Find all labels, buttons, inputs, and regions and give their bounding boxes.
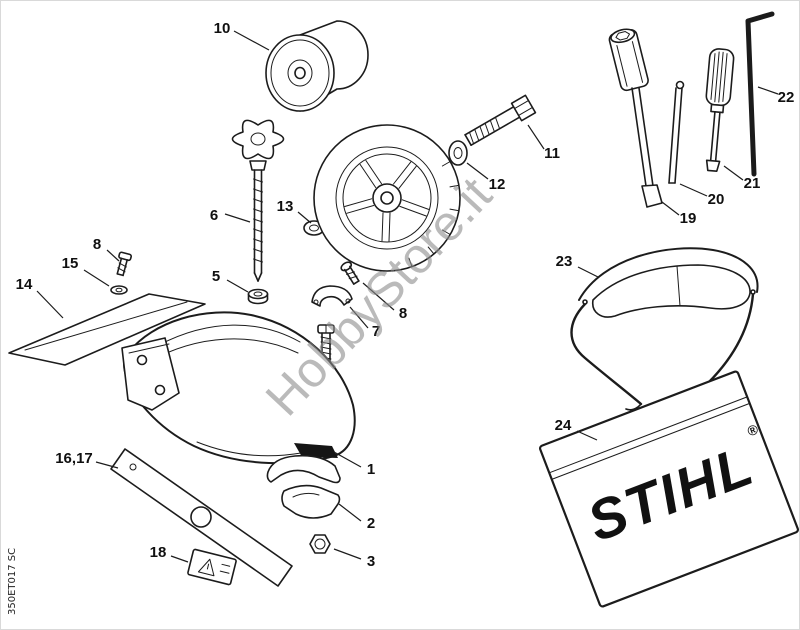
leader-13 <box>297 211 312 224</box>
part-3-nut-drawing <box>309 534 331 554</box>
callout-10: 10 <box>214 20 231 37</box>
leader-7 <box>349 306 369 329</box>
part-19-socket-wrench-drawing <box>608 28 663 208</box>
part-7-clamp-drawing <box>311 285 353 307</box>
part-8-screw-right-drawing <box>340 261 360 285</box>
leader-lines <box>36 30 779 563</box>
part-15-washer-drawing <box>110 285 128 295</box>
callout-3: 3 <box>367 553 375 570</box>
leader-8a <box>106 249 120 262</box>
callout-21: 21 <box>744 175 761 192</box>
leader-18 <box>170 555 189 563</box>
leader-2 <box>338 503 362 522</box>
callout-16-17: 16,17 <box>55 450 93 467</box>
part-21-screwdriver-drawing <box>705 48 735 173</box>
leader-16-17 <box>95 461 119 469</box>
sheet-code: 350ET017 SC <box>7 548 18 615</box>
part-12-washer-drawing <box>448 140 468 166</box>
leader-8b <box>362 282 395 311</box>
part-5-nut-drawing <box>247 288 269 305</box>
part-14-scraper-blade-drawing <box>8 293 206 366</box>
callout-23: 23 <box>556 253 573 270</box>
part-6-knob-shaft-drawing <box>231 119 285 282</box>
part-20-rod-drawing <box>668 80 685 184</box>
callout-8b: 8 <box>399 305 407 322</box>
part-8-screw-left-drawing <box>116 251 132 277</box>
part-16-17-trim-strip-drawing <box>110 448 293 587</box>
callout-labels: 10 6 13 5 8 15 14 7 8 11 12 1 2 3 16,17 … <box>16 20 795 570</box>
callout-2: 2 <box>367 515 375 532</box>
callout-19: 19 <box>680 210 697 227</box>
callout-1: 1 <box>367 461 375 478</box>
leader-19 <box>661 201 680 216</box>
leader-11 <box>527 124 545 150</box>
callout-18: 18 <box>150 544 167 561</box>
callout-7: 7 <box>372 323 380 340</box>
leader-1 <box>333 451 362 468</box>
part-10-roller-drawing <box>265 20 369 112</box>
part-24-stihl-bag-drawing: STIHL ® <box>538 370 799 608</box>
leader-10 <box>233 30 270 51</box>
callout-20: 20 <box>708 191 725 208</box>
leader-3 <box>333 548 362 560</box>
callout-5: 5 <box>212 268 220 285</box>
callout-15: 15 <box>62 255 79 272</box>
leader-14 <box>36 290 64 319</box>
leader-22 <box>757 86 779 95</box>
callout-8a: 8 <box>93 236 101 253</box>
callout-24: 24 <box>555 417 572 434</box>
part-1-guard-drawing <box>121 311 356 465</box>
leader-15 <box>83 269 110 287</box>
callout-14: 14 <box>16 276 33 293</box>
callout-12: 12 <box>489 176 506 193</box>
leader-23 <box>577 266 599 278</box>
leader-6 <box>224 213 251 223</box>
part-18-warning-label-drawing <box>187 548 237 586</box>
leader-21 <box>723 165 744 181</box>
leader-20 <box>679 183 708 197</box>
callout-6: 6 <box>210 207 218 224</box>
callout-13: 13 <box>277 198 294 215</box>
part-2-clamp-bracket-drawing <box>266 454 341 519</box>
callout-22: 22 <box>778 89 795 106</box>
leader-12 <box>466 162 489 180</box>
part-11-bolt-drawing <box>464 94 537 146</box>
leader-5 <box>226 279 249 293</box>
part-22-allen-key-drawing <box>745 11 775 177</box>
leader-24 <box>576 430 598 441</box>
support-wheel-drawing <box>313 124 461 272</box>
callout-11: 11 <box>544 145 560 162</box>
